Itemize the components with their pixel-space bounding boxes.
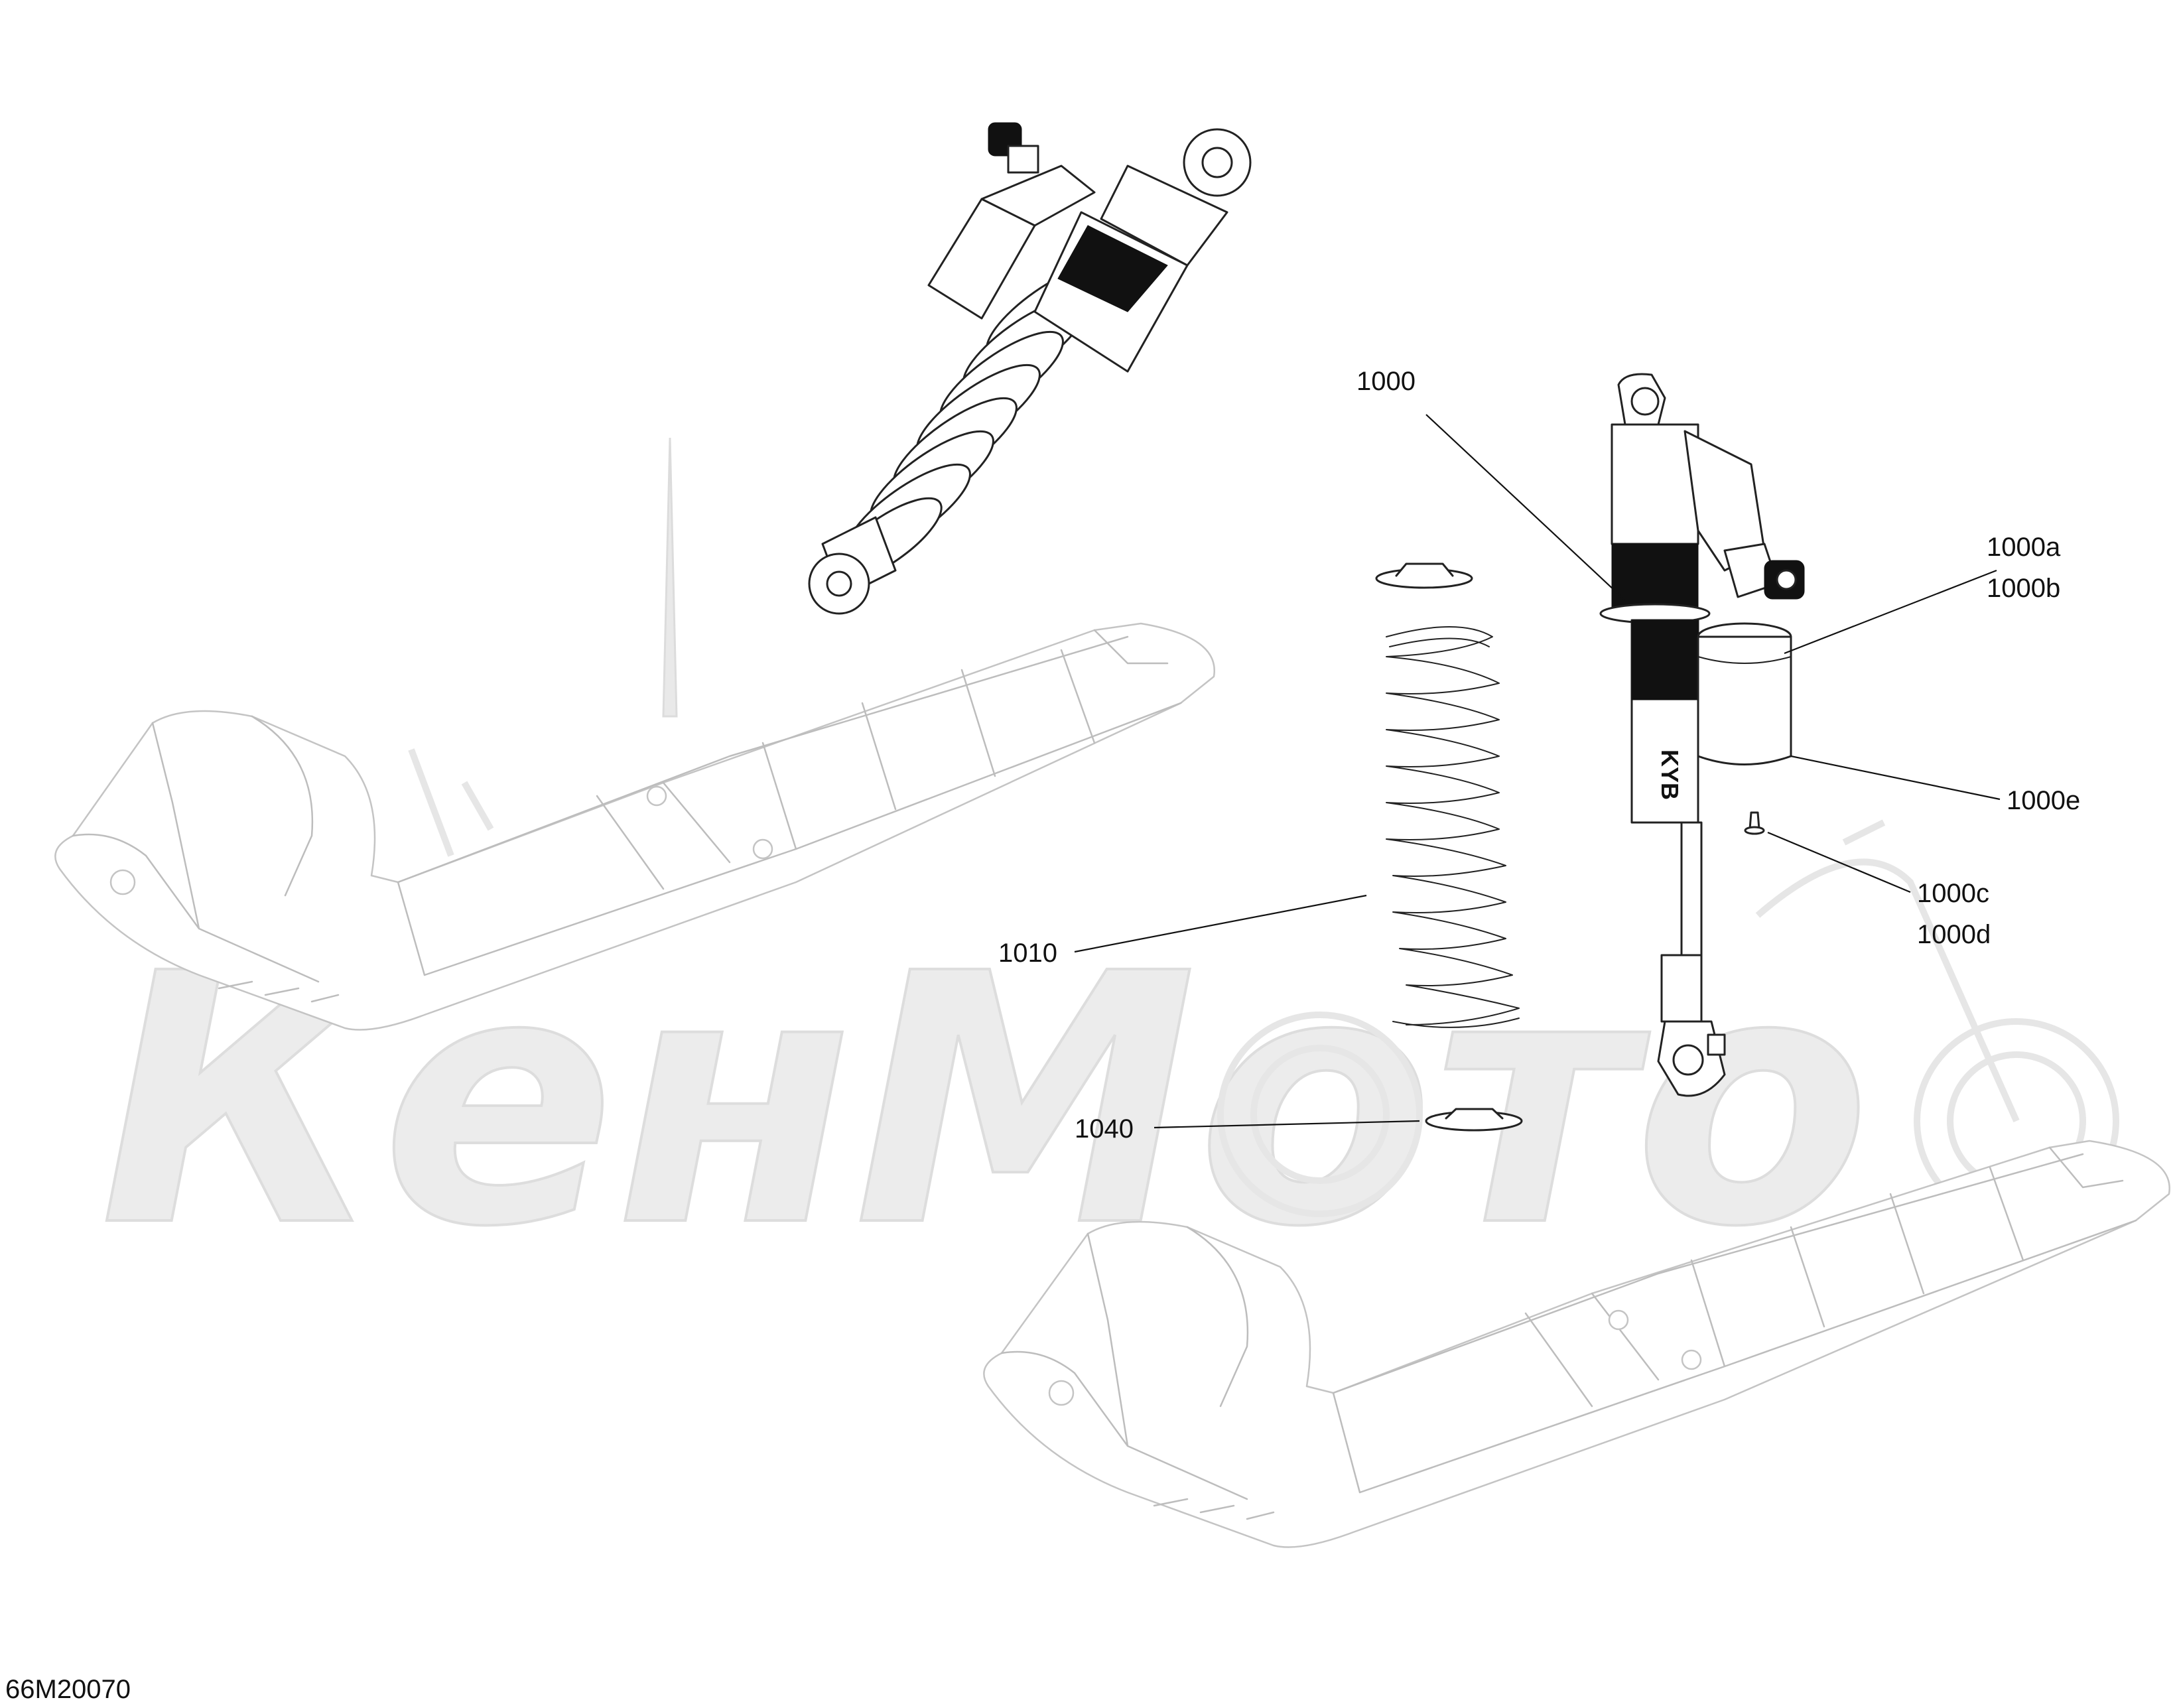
spring-1010	[1386, 626, 1520, 1028]
ski-lower-right-ribs	[1000, 1146, 2137, 1500]
watermark-skyline	[408, 748, 494, 857]
spring-seat-1040	[1425, 1108, 1523, 1132]
shock-top-adjuster-collar	[1007, 145, 1039, 174]
callout-1010: 1010	[998, 939, 1057, 968]
ski-upper-left	[54, 622, 1216, 1031]
shock-1000-bumper	[1660, 954, 1703, 1023]
shock-1000-bleed-screw	[1707, 1033, 1726, 1056]
ski-upper-left-bolt-2	[752, 838, 773, 860]
ski-lower-right-bolt-1	[1608, 1309, 1629, 1331]
shock-1000-brand: KYB	[1656, 750, 1683, 800]
ski-upper-left-tread	[218, 980, 340, 1003]
watermark-wheel-left-inner	[1250, 1045, 1390, 1184]
ski-lower-right-bolt-2	[1681, 1349, 1702, 1370]
ski-lower-right-body	[983, 1140, 2170, 1548]
watermark-fork	[1755, 819, 2020, 1123]
shock-1000-reservoir	[1697, 635, 1792, 765]
ski-upper-left-bolt-3	[109, 869, 136, 895]
leader-lines	[1074, 414, 2001, 1129]
shock-1000: KYB	[1599, 373, 1805, 1097]
spring-seat-upper	[1375, 562, 1473, 589]
shock-1000-black-sleeve	[1631, 620, 1699, 700]
shock-top-eyelet-hole	[1201, 147, 1233, 178]
shock-top-cylinder	[1100, 164, 1228, 267]
watermark-spire	[662, 437, 678, 718]
callouts: 1000 1000a 1000b 1000e 1000c 1000d 1010 …	[998, 367, 2080, 1144]
callout-1000c: 1000c	[1917, 879, 1989, 908]
ski-upper-left-ribs	[72, 629, 1182, 983]
shock-top-reservoir-arm	[980, 164, 1096, 227]
leader-1000ab	[1784, 569, 1997, 655]
ski-upper-left-body	[54, 622, 1216, 1031]
shock-1000-black-band	[1611, 543, 1699, 611]
leader-1000e	[1790, 755, 2001, 801]
figure-code: 66M20070	[5, 1675, 131, 1704]
callout-1000d: 1000d	[1917, 920, 1991, 949]
shock-assembly-top	[808, 122, 1252, 615]
ski-upper-left-bolt-1	[646, 785, 667, 807]
callout-1040: 1040	[1075, 1114, 1134, 1144]
shock-top-lower-eyelet-hole	[826, 570, 852, 597]
ski-lower-right	[983, 1140, 2170, 1548]
leader-1040	[1154, 1120, 1420, 1129]
watermark: КенМото	[98, 437, 2119, 1303]
shock-1000-upper-body	[1611, 423, 1699, 545]
callout-1000b: 1000b	[1987, 574, 2060, 603]
callout-1000: 1000	[1356, 367, 1416, 396]
shock-top-black-band	[1057, 225, 1168, 312]
ski-lower-right-tread	[1153, 1498, 1275, 1520]
shock-1000-shaft	[1680, 821, 1703, 956]
watermark-wheel-left	[1217, 1012, 1423, 1217]
leader-1010	[1074, 894, 1367, 953]
callout-1000e: 1000e	[2007, 786, 2080, 815]
leader-1000	[1425, 414, 1626, 601]
ski-lower-right-bolt-3	[1048, 1380, 1075, 1406]
callout-1000a: 1000a	[1987, 533, 2061, 562]
leader-1000cd	[1767, 831, 1911, 893]
